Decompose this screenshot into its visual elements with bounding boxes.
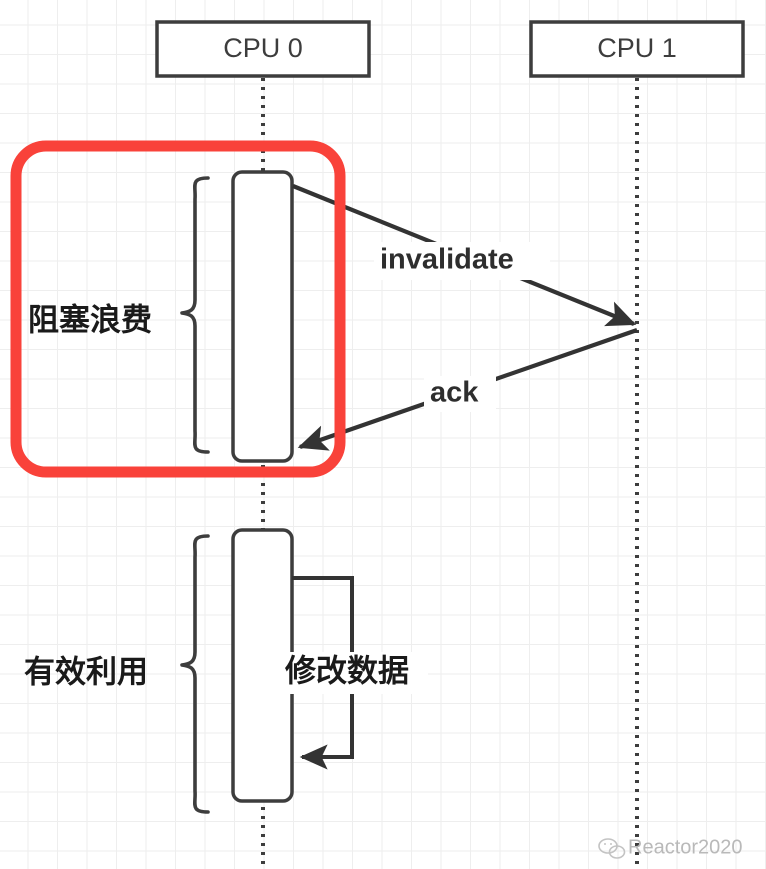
watermark: Reactor2020 bbox=[598, 836, 743, 859]
highlight-blocking-region[interactable] bbox=[10, 140, 346, 478]
message-self-modify-data[interactable]: 修改数据 bbox=[282, 576, 428, 770]
self-modify-label-backdrop bbox=[282, 652, 428, 694]
invalidate-label: invalidate bbox=[380, 244, 514, 276]
watermark-label: Reactor2020 bbox=[628, 836, 743, 858]
lifeline-cpu1[interactable]: CPU 1 bbox=[529, 20, 745, 869]
invalidate-label-backdrop bbox=[374, 242, 550, 280]
wechat-icon bbox=[598, 838, 626, 859]
self-modify-label: 修改数据 bbox=[284, 654, 409, 690]
ack-label-backdrop bbox=[424, 376, 496, 412]
cpu0-header-box[interactable] bbox=[155, 20, 371, 78]
brace-effective-use bbox=[180, 534, 210, 814]
message-invalidate[interactable]: invalidate bbox=[292, 184, 637, 327]
cpu1-header-box[interactable] bbox=[529, 20, 745, 78]
cpu0-header-label: CPU 0 bbox=[223, 33, 303, 63]
brace-blocking-waste-label: 阻塞浪费 bbox=[28, 303, 152, 339]
ack-label: ack bbox=[430, 377, 479, 409]
brace-effective-use-label: 有效利用 bbox=[24, 655, 148, 691]
cpu1-header-label: CPU 1 bbox=[597, 33, 677, 63]
lifeline-cpu0[interactable]: CPU 0 bbox=[155, 20, 371, 869]
brace-blocking-waste bbox=[180, 176, 210, 454]
activation-bar-upper[interactable] bbox=[231, 170, 294, 463]
message-ack[interactable]: ack bbox=[297, 328, 638, 451]
